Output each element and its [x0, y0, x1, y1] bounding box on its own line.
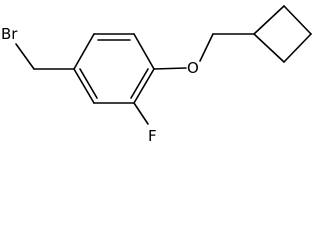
bond-o-ch2 [199, 33, 214, 62]
oxygen-label: O [187, 59, 199, 77]
bond-ring-f [133, 102, 149, 125]
ring-double-bond-2 [130, 68, 149, 99]
ring-bond-6 [73, 68, 95, 104]
cyclobutane-bond-3 [283, 33, 312, 63]
fluorine-label: F [148, 127, 157, 145]
cyclobutane-bond-1 [253, 5, 285, 35]
ring-bond-1 [73, 33, 95, 70]
ring-bond-4 [133, 68, 155, 104]
bromine-label: Br [1, 25, 18, 43]
structure-diagram: Br O F [1, 5, 312, 145]
ring-double-bond-3 [79, 68, 98, 99]
ring-bond-3 [133, 33, 155, 70]
molecule-drawing: Br O F [1, 5, 312, 145]
bond-ring-o [153, 67, 187, 70]
bond-br-ch2 [15, 43, 35, 70]
cyclobutane-bond-4 [253, 33, 285, 63]
cyclobutane-bond-2 [283, 5, 312, 35]
